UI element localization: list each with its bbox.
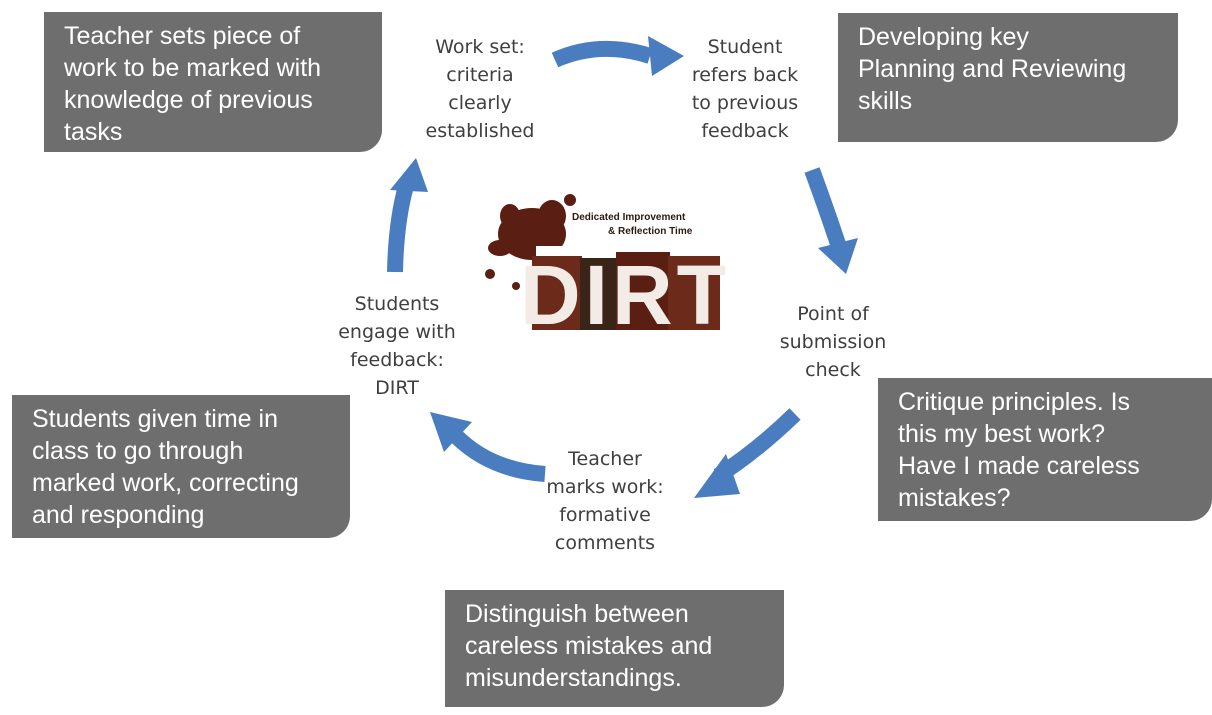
note-critique-principles: Critique principles. Is this my best wor… — [878, 378, 1212, 521]
logo-title: DIRT — [520, 248, 725, 336]
arrow-worksset-to-student — [551, 40, 653, 68]
arrow-student-to-submission — [804, 167, 846, 247]
arrow-teacher-to-engage — [450, 430, 546, 482]
arrow-engage-to-workset — [387, 183, 414, 273]
stage-student-refers-back: Student refers back to previous feedback — [691, 36, 799, 142]
note-students-given-time: Students given time in class to go throu… — [12, 395, 350, 538]
logo-letter-blocks — [532, 246, 720, 330]
stage-teacher-marks-work: Teacher marks work: formative comments — [546, 448, 664, 554]
arrowhead-2 — [818, 238, 858, 274]
arrowhead-4 — [430, 412, 472, 452]
arrowhead-1 — [648, 36, 684, 76]
stage-work-set: Work set: criteria clearly established — [425, 36, 535, 142]
note-distinguish-mistakes: Distinguish between careless mistakes an… — [445, 590, 784, 707]
logo-subtitle-1: Dedicated Improvement — [572, 212, 686, 223]
arrowhead-3 — [694, 454, 740, 498]
stage-students-engage: Students engage with feedback: DIRT — [338, 293, 456, 399]
arrowhead-5 — [390, 158, 428, 192]
stage-point-of-submission: Point of submission check — [779, 303, 887, 381]
note-teacher-sets-work: Teacher sets piece of work to be marked … — [44, 12, 382, 152]
logo-subtitle-2: & Reflection Time — [608, 226, 693, 237]
dirt-logo: Dedicated Improvement & Reflection Time … — [480, 186, 728, 342]
note-developing-skills: Developing key Planning and Reviewing sk… — [838, 13, 1178, 142]
